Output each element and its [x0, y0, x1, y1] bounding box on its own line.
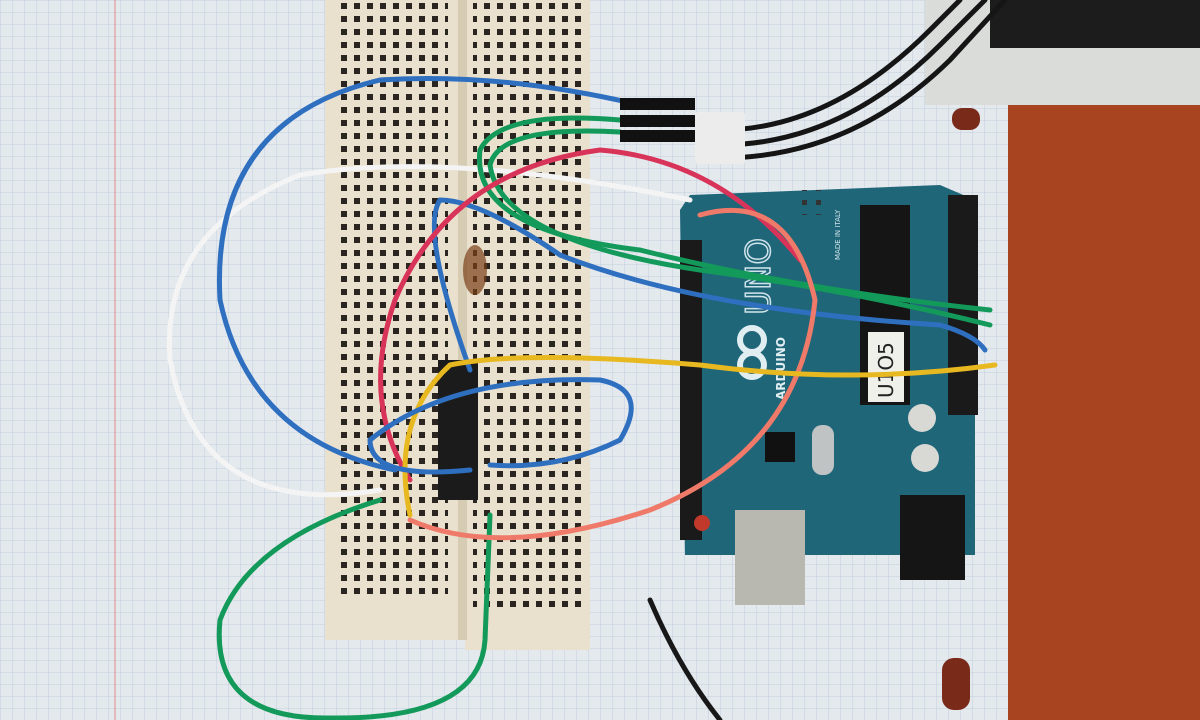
paper-hole [942, 658, 970, 710]
black-cable [647, 597, 723, 720]
wire-green-bottom [216, 497, 493, 720]
board-brand-label: ARDUINO [774, 337, 788, 400]
wire-red [378, 147, 803, 483]
microcontroller [765, 432, 795, 462]
paper-hole [952, 108, 980, 130]
wooden-table [1008, 75, 1200, 720]
arduino-uno-board: U1O5 UNO ARDUINO MADE IN ITALY [680, 185, 978, 605]
capacitor [911, 444, 939, 472]
wire-salmon [407, 207, 818, 541]
wire-blue-loop [367, 377, 634, 475]
arduino-logo-icon [737, 325, 767, 380]
wire-yellow [402, 355, 998, 518]
power-jack [900, 495, 965, 580]
capacitor [908, 404, 936, 432]
dupont-connectors [620, 98, 695, 142]
ic-chip [438, 360, 478, 500]
power-connector [695, 0, 1200, 164]
usb-port [735, 510, 805, 605]
crystal-oscillator [812, 425, 834, 475]
wire-blue-long [216, 75, 643, 473]
breadboard [325, 0, 590, 650]
wire-green-top-2 [487, 128, 993, 328]
reset-button[interactable] [694, 515, 710, 531]
made-in-label: MADE IN ITALY [834, 209, 842, 260]
chip-label: U1O5 [874, 342, 898, 398]
